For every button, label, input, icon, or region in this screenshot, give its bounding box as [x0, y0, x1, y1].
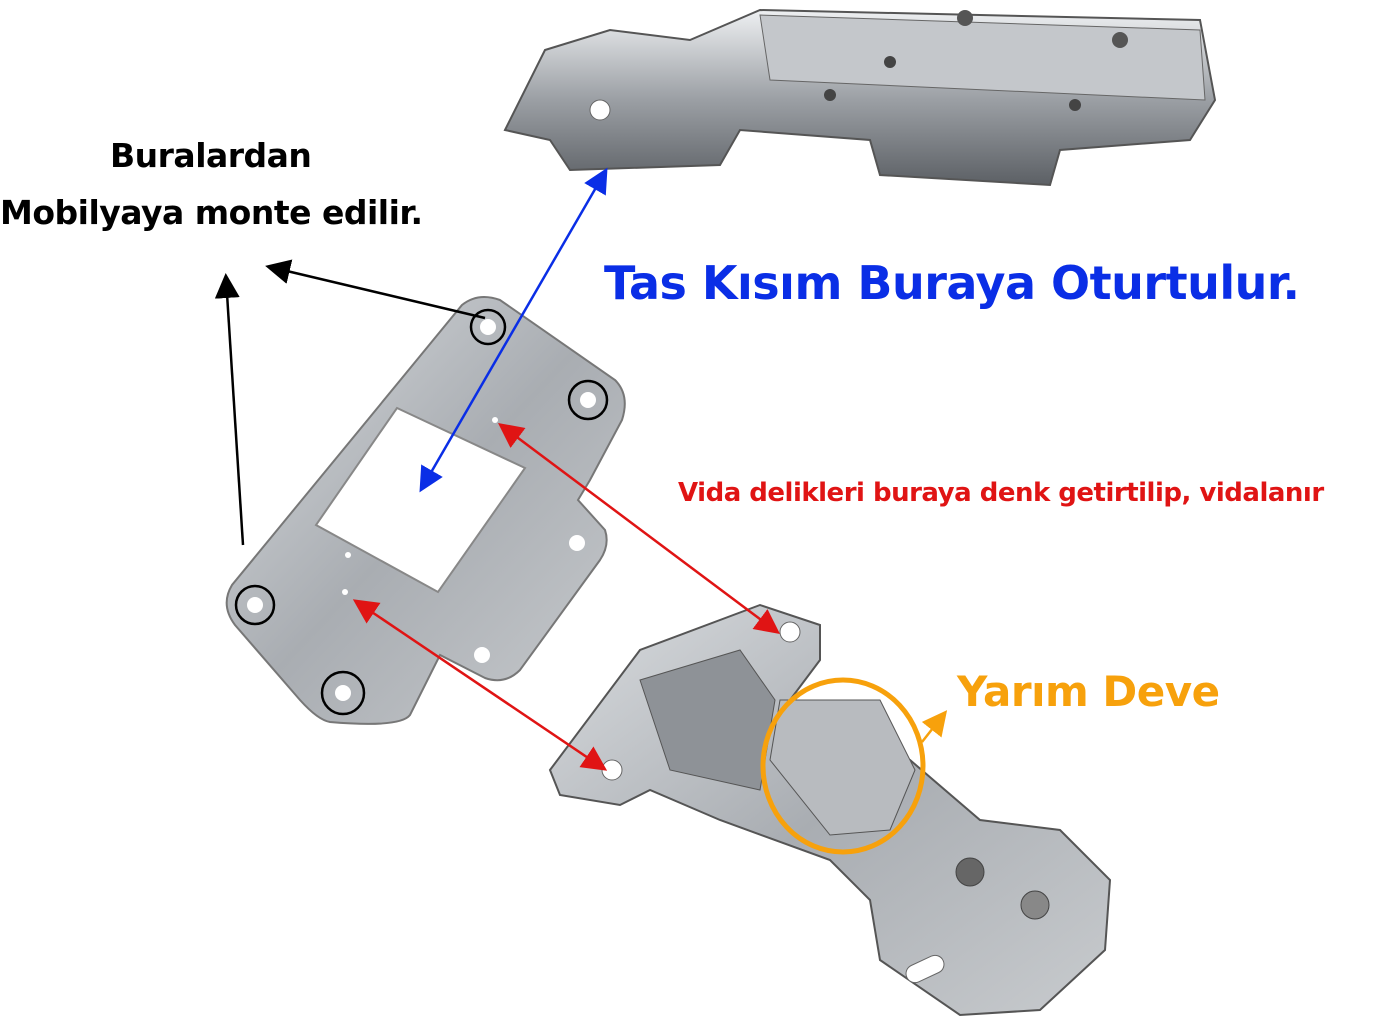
screw-arrow [497, 423, 781, 634]
bottom-hinge-image [548, 603, 1112, 1017]
screw-arrow [352, 599, 608, 771]
mount-label-line1: Buralardan [110, 136, 312, 175]
cup-label: Tas Kısım Buraya Oturtulur. [604, 256, 1300, 310]
type-highlight-circle [760, 677, 926, 855]
mount-hole-marker [234, 584, 276, 626]
mounting-plate-image [225, 295, 626, 725]
top-hinge-image [503, 8, 1217, 187]
type-arrow [921, 710, 948, 743]
cup-arrow [419, 167, 608, 493]
screw-label: Vida delikleri buraya denk getirtilip, v… [678, 478, 1324, 508]
type-label: Yarım Deve [957, 667, 1220, 716]
mount-label-line2: Mobilyaya monte edilir. [0, 193, 423, 232]
mount-arrow [214, 273, 245, 546]
mount-arrow [265, 259, 486, 320]
